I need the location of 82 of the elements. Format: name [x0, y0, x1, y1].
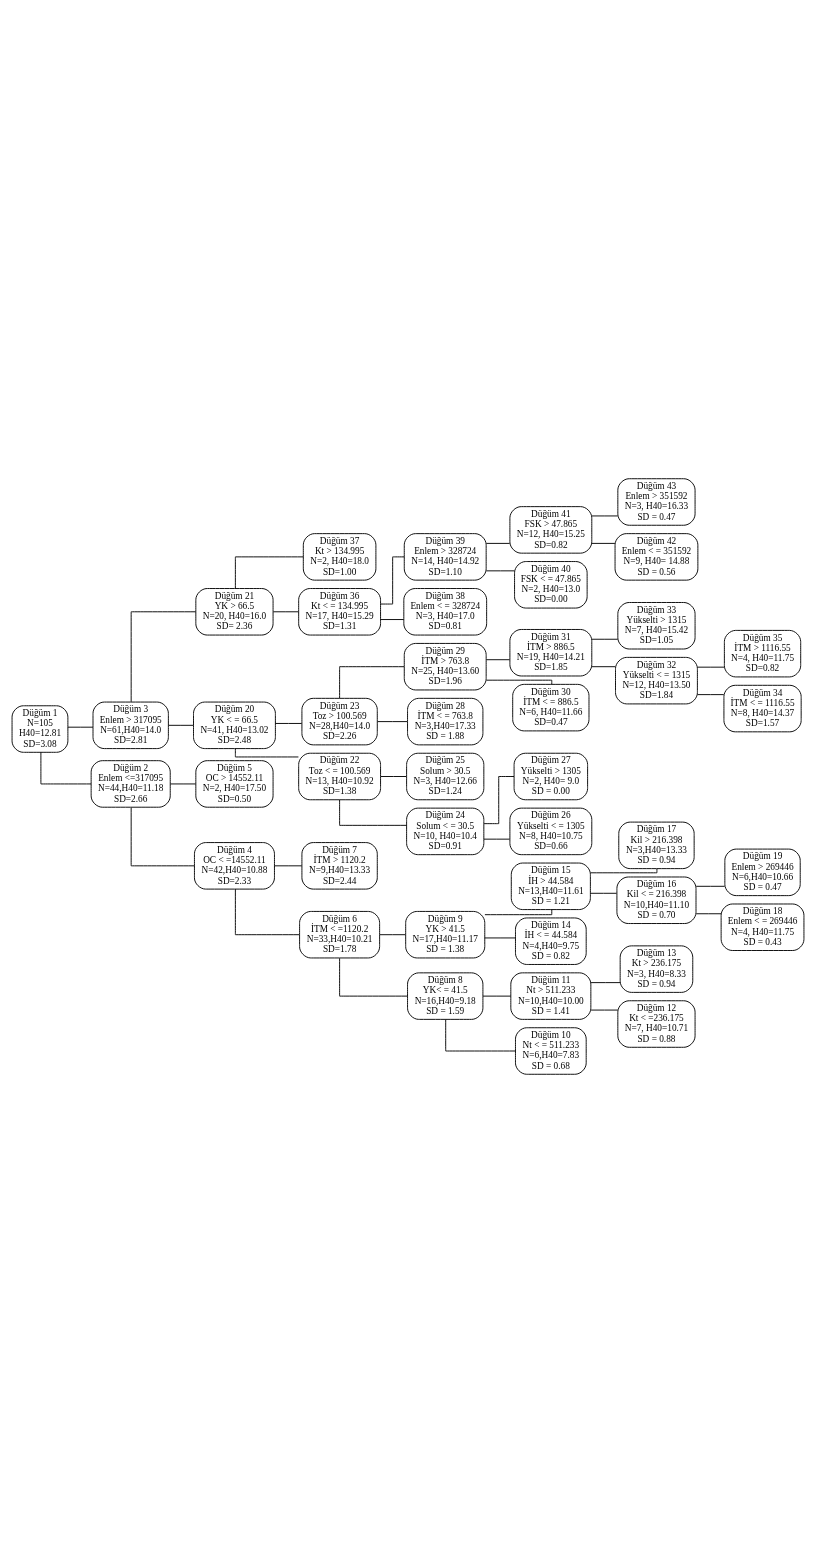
- node-box: Düğüm 5 OC > 14552.11 N=2, H40=17.50 SD=0.50: [195, 760, 274, 808]
- connector: [590, 1009, 619, 1011]
- node-box: Düğüm 24 Solum < = 30.5 N=10, H40=10.4 SD=0.91: [406, 807, 485, 856]
- node-box: Düğüm 40 FSK < = 47.865 N=2, H40=13.0 SD=0.00: [514, 561, 588, 609]
- node-box: Düğüm 26 Yükselti < = 1305 N=8, H40=10.75 SD=0.66: [509, 807, 593, 856]
- connector: [484, 937, 516, 939]
- node-box: Düğüm 1 N=105 H40=12.81 SD=3.08: [11, 705, 69, 753]
- connector: [274, 723, 303, 724]
- connector: [234, 748, 299, 758]
- node-box: Düğüm 22 Toz < = 100.569 N=13, H40=10.92 SD=1.38: [298, 752, 381, 801]
- connector: [168, 724, 194, 726]
- connector: [697, 666, 725, 668]
- node-box: Düğüm 16 Kil < = 216.398 N=10,H40=11.10 SD = 0.70: [616, 876, 697, 924]
- connector: [234, 556, 304, 589]
- connector: [380, 556, 405, 605]
- node-box: Düğüm 11 Nt > 511.233 N=10,H40=10.00 SD = 1.41: [510, 972, 592, 1020]
- connector: [380, 619, 405, 620]
- connector: [130, 611, 197, 703]
- node-box: Düğüm 27 Yükselti > 1305 N=2, H40= 9.0 SD = 0.00: [513, 752, 589, 801]
- node-box: Düğüm 15 İH > 44.584 N=13,H40=11.61 SD = 1.21: [510, 862, 591, 911]
- node-box: Düğüm 32 Yükselti < = 1315 N=12, H40=13.50 SD=1.84: [615, 656, 698, 705]
- node-box: Düğüm 10 Nt < = 511.233 N=6,H40=7.83 SD = 0.68: [515, 1027, 587, 1075]
- node-box: Düğüm 30 İTM < = 886.5 N=6, H40=11.66 SD=0.47: [512, 683, 590, 732]
- node-box: Düğüm 35 İTM > 1116.55 N=4, H40=11.75 SD=0.82: [723, 629, 802, 678]
- connector: [130, 807, 195, 867]
- node-box: Düğüm 18 Enlem < = 269446 N=4, H40=11.75 SD = 0.43: [720, 903, 805, 951]
- node-box: Düğüm 41 FSK > 47.865 N=12, H40=15.25 SD=0.82: [509, 506, 593, 554]
- node-box: Düğüm 9 YK > 41.5 N=17,H40=11.17 SD = 1.38: [405, 910, 486, 959]
- connector: [695, 885, 726, 887]
- connector: [485, 542, 511, 544]
- node-box: Düğüm 23 Toz > 100.569 N=28,H40=14.0 SD=2.26: [301, 697, 378, 746]
- node-box: Düğüm 19 Enlem > 269446 N=6,H40=10.66 SD = 0.47: [724, 848, 801, 897]
- connector: [380, 776, 407, 777]
- connector: [485, 659, 511, 661]
- connector: [379, 934, 406, 936]
- connector: [485, 570, 515, 572]
- connector: [274, 865, 303, 867]
- node-box: Düğüm 12 Kt < =236.175 N=7, H40=10.71 SD = 0.88: [617, 1000, 696, 1048]
- node-box: Düğüm 29 İTM > 763.8 N=25, H40=13.60 SD=1.96: [403, 642, 487, 691]
- connector: [591, 638, 619, 640]
- connector: [483, 838, 511, 840]
- node-box: Düğüm 21 YK > 66.5 N=20, H40=16.0 SD= 2.36: [195, 588, 274, 636]
- connector: [445, 1018, 516, 1052]
- node-box: Düğüm 37 Kt > 134.995 N=2, H40=18.0 SD=1.00: [302, 533, 377, 581]
- connector: [484, 909, 553, 916]
- connector: [591, 515, 619, 517]
- node-box: Düğüm 17 Kil > 216.398 N=3,H40=13.33 SD = 0.94: [618, 821, 695, 870]
- connector: [376, 721, 408, 723]
- node-box: Düğüm 42 Enlem < = 351592 N=9, H40= 14.88 SD = 0.56: [614, 533, 699, 581]
- connector: [482, 995, 512, 997]
- node-box: Düğüm 20 YK < = 66.5 N=41, H40=13.02 SD=2.48: [193, 701, 276, 750]
- connector: [591, 666, 616, 668]
- connector: [697, 694, 725, 696]
- node-box: Düğüm 43 Enlem > 351592 N=3, H40=16.33 SD = 0.47: [617, 478, 696, 526]
- node-box: Düğüm 3 Enlem > 317095 N=61,H40=14.0 SD=2.81: [92, 701, 169, 750]
- node-box: Düğüm 14 İH < = 44.584 N=4,H40=9.75 SD = 0.82: [515, 917, 587, 965]
- connector: [695, 913, 722, 915]
- node-box: Düğüm 8 YK< = 41.5 N=16,H40=9.18 SD = 1.59: [407, 972, 484, 1020]
- node-box: Düğüm 6 İTM < =1120.2 N=33,H40=10.21 SD=1.78: [299, 910, 381, 959]
- node-box: Düğüm 38 Enlem < = 328724 N=3, H40=17.0 SD=0.81: [403, 588, 488, 636]
- connector: [339, 666, 405, 699]
- connector: [40, 751, 92, 785]
- node-box: Düğüm 7 İTM > 1120.2 N=9,H40=13.33 SD=2.44: [301, 842, 378, 890]
- node-box: Düğüm 36 Kt < = 134.995 N=17, H40=15.29 SD=1.31: [298, 588, 381, 636]
- node-box: Düğüm 34 İTM < = 1116.55 N=8, H40=14.37 SD=1.57: [723, 684, 802, 733]
- node-box: Düğüm 31 İTM > 886.5 N=19, H40=14.21 SD=1.85: [509, 629, 593, 677]
- connector: [272, 611, 299, 613]
- node-box: Düğüm 39 Enlem > 328724 N=14, H40=14.92 SD=1.10: [403, 533, 487, 581]
- node-box: Düğüm 2 Enlem <=317095 N=44,H40=11.18 SD=2.66: [90, 760, 171, 808]
- node-box: Düğüm 13 Kt > 236.175 N=3, H40=8.33 SD = 0.94: [619, 945, 694, 993]
- connector: [67, 726, 94, 728]
- node-box: Düğüm 28 İTM < = 763.8 N=3,H40=17.33 SD = 1.88: [407, 697, 484, 746]
- connector: [339, 799, 407, 826]
- connector: [234, 888, 300, 936]
- connector: [170, 783, 197, 785]
- node-box: Düğüm 25 Solum > 30.5 N=3, H40=12.66 SD=1.24: [406, 752, 485, 801]
- connector: [590, 982, 621, 984]
- connector: [590, 892, 618, 894]
- connector: [339, 957, 408, 997]
- node-box: Düğüm 33 Yükselti > 1315 N=7, H40=15.42 SD=1.05: [617, 602, 696, 650]
- connector: [591, 542, 616, 544]
- node-box: Düğüm 4 OC < =14552.11 N=42,H40=10.88 SD=2.33: [193, 842, 275, 890]
